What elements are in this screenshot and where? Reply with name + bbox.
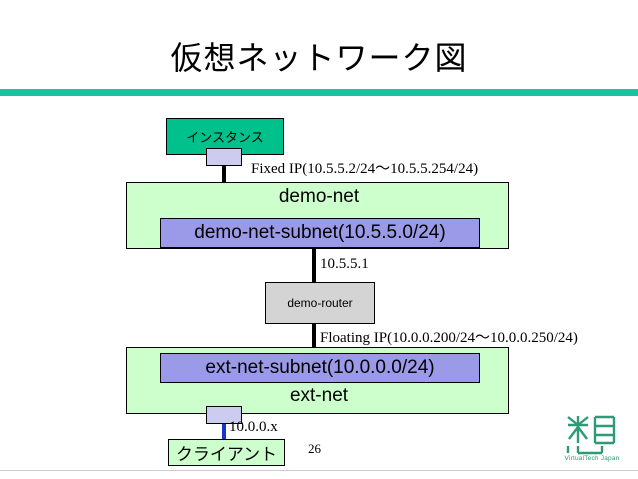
link-router-to-ext-net (312, 322, 316, 354)
node-demo-net-label: demo-net (278, 186, 360, 207)
port-instance[interactable] (206, 148, 242, 166)
link-client-port-to-client (222, 412, 226, 442)
port-client[interactable] (206, 406, 242, 424)
brand-logo: VirtualTech Japan (556, 413, 628, 467)
title-divider (0, 89, 638, 96)
link-demo-net-to-router (312, 248, 316, 284)
node-ext-net-subnet[interactable]: ext-net-subnet(10.0.0.0/24) (160, 353, 480, 383)
annotation-router-gateway-ip: 10.5.5.1 (320, 256, 369, 272)
annotation-floating-ip: Floating IP(10.0.0.200/24〜10.0.0.250/24) (320, 330, 578, 346)
annotation-client-ip: 10.0.0.x (229, 419, 278, 435)
link-instance-to-demo-net (222, 155, 226, 185)
page-number: 26 (308, 441, 321, 456)
node-demo-net-subnet[interactable]: demo-net-subnet(10.5.5.0/24) (160, 218, 480, 248)
page-title: 仮想ネットワーク図 (170, 40, 468, 76)
brand-name: VirtualTech Japan (564, 455, 620, 462)
node-demo-router[interactable]: demo-router (265, 282, 375, 324)
virtualtech-logo-icon (566, 415, 616, 455)
node-client[interactable]: クライアント (168, 439, 285, 466)
annotation-fixed-ip: Fixed IP(10.5.5.2/24〜10.5.5.254/24) (251, 161, 479, 177)
footer-divider (0, 470, 638, 471)
node-ext-net-label: ext-net (289, 385, 349, 406)
